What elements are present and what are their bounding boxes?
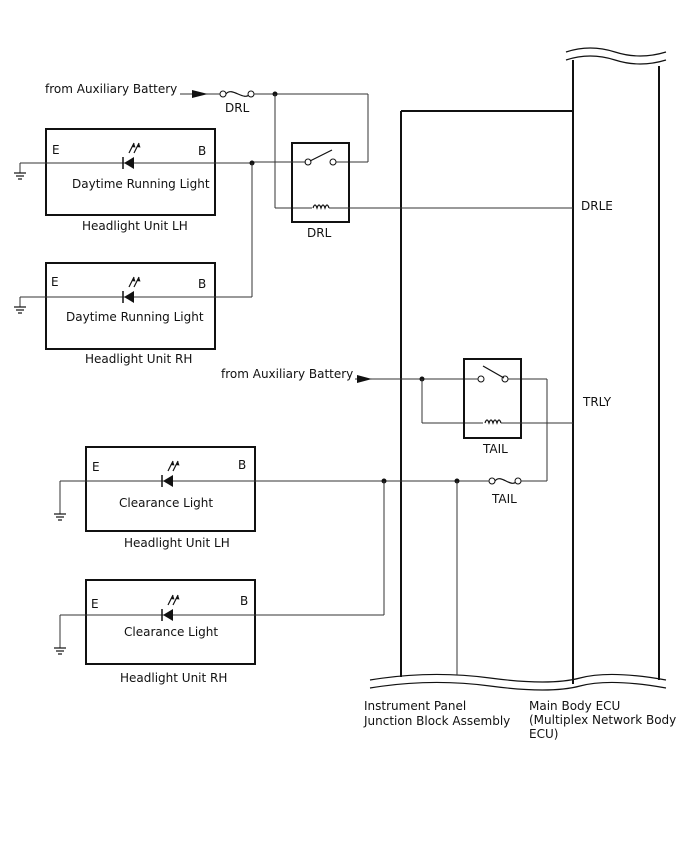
feed-label-top: from Auxiliary Battery: [45, 82, 177, 96]
tail-fuse: [488, 477, 522, 485]
terminal-b: B: [198, 144, 206, 158]
junction-block-label-line1: Instrument Panel: [364, 699, 466, 713]
terminal-e: E: [52, 143, 60, 157]
feed-label-middle: from Auxiliary Battery: [221, 367, 353, 381]
terminal-trly: TRLY: [582, 395, 612, 409]
main-body-ecu-label-line2: (Multiplex Network Body: [529, 713, 676, 727]
drl-rh-unit-label: Headlight Unit RH: [85, 352, 192, 366]
terminal-e: E: [51, 275, 59, 289]
clr-rh-function-label: Clearance Light: [124, 625, 218, 639]
drl-rh-function-label: Daytime Running Light: [66, 310, 204, 324]
ground-icon: [53, 637, 67, 655]
clr-lh-function-label: Clearance Light: [119, 496, 213, 510]
main-body-ecu-label-line3: ECU): [529, 727, 558, 741]
terminal-b: B: [198, 277, 206, 291]
terminal-b: B: [238, 458, 246, 472]
headlight-unit-rh-drl: E B Daytime Running Light: [45, 262, 216, 350]
ground-icon: [53, 503, 67, 521]
junction-block-outline: [400, 60, 574, 684]
main-body-ecu-outline: [565, 47, 667, 680]
main-body-ecu-label-line1: Main Body ECU: [529, 699, 620, 713]
tail-relay: [463, 358, 522, 439]
terminal-e: E: [91, 597, 99, 611]
break-lines-bottom: [369, 673, 667, 691]
headlight-unit-rh-clearance: E B Clearance Light: [85, 579, 256, 665]
headlight-unit-lh-clearance: E B Clearance Light: [85, 446, 256, 532]
ground-icon: [13, 296, 27, 314]
clr-rh-unit-label: Headlight Unit RH: [120, 671, 227, 685]
tail-fuse-label: TAIL: [491, 492, 517, 506]
ground-icon: [13, 162, 27, 180]
tail-relay-label: TAIL: [482, 442, 508, 456]
feed-arrow-middle: [355, 375, 372, 383]
headlight-unit-lh-drl: E B Daytime Running Light: [45, 128, 216, 216]
terminal-drle: DRLE: [581, 199, 613, 213]
drl-relay-label: DRL: [307, 226, 332, 240]
drl-fuse-label: DRL: [225, 101, 250, 115]
feed-arrow-top: [180, 90, 208, 98]
clr-lh-unit-label: Headlight Unit LH: [124, 536, 230, 550]
drl-lh-function-label: Daytime Running Light: [72, 177, 210, 191]
drl-lh-unit-label: Headlight Unit LH: [82, 219, 188, 233]
drl-relay: [291, 142, 350, 223]
terminal-e: E: [92, 460, 100, 474]
junction-block-label-line2: Junction Block Assembly: [363, 714, 510, 728]
terminal-b: B: [240, 594, 248, 608]
drl-fuse: [219, 90, 255, 98]
